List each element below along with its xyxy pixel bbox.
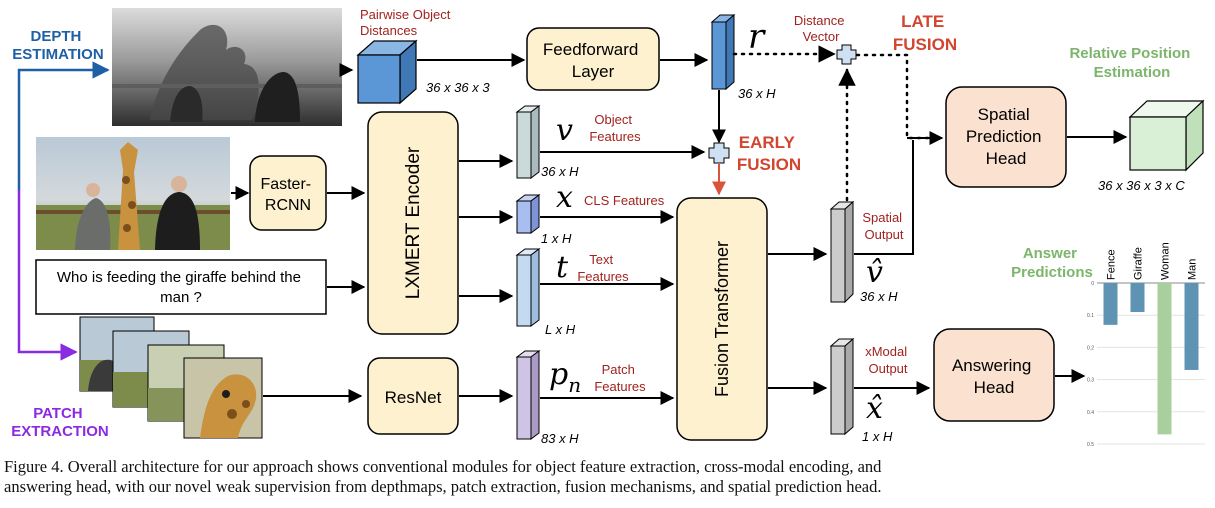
object-features-label: Object Features — [589, 112, 641, 144]
x-dims: 1 x H — [541, 231, 572, 246]
question-text-line-1: Who is feeding the giraffe behind the — [57, 269, 301, 286]
chart-tick-label: 0.3 — [1087, 378, 1094, 384]
spatial-output-cube — [1128, 99, 1205, 172]
late-fusion-node — [836, 44, 857, 65]
giraffe-scene-image — [36, 137, 230, 250]
x-feature-bar — [515, 194, 541, 234]
chart-category-label: Giraffe — [1133, 247, 1145, 280]
distance-vector-label: Distance Vector — [794, 13, 848, 44]
svg-text:LXMERT Encoder: LXMERT Encoder — [403, 146, 424, 299]
question-text-line-2: man ? — [160, 289, 202, 306]
chart-category-label: Man — [1187, 259, 1199, 280]
svg-text:Who is feeding the giraffe beh: Who is feeding the giraffe behind the ma… — [57, 269, 305, 306]
lxmert-encoder-module: LXMERT Encoder — [367, 111, 459, 335]
pairwise-distances-cube — [356, 39, 418, 105]
pairwise-distances-label: Pairwise Object Distances — [360, 7, 454, 38]
t-feature-bar — [515, 248, 541, 327]
feedforward-layer-module: Feedforward Layer — [526, 27, 660, 91]
output-cube-dims: 36 x 36 x 3 x C — [1098, 178, 1185, 193]
v-hat-symbol: v̂ — [866, 255, 883, 290]
spatial-output-label: Spatial Output — [862, 210, 905, 242]
svg-text:Spatial Prediction: Spatial Prediction Head — [966, 105, 1046, 168]
svg-text:ResNet: ResNet — [385, 388, 442, 407]
pn-feature-bar — [515, 350, 541, 440]
xmodal-output-label: xModal Output — [865, 344, 911, 376]
faster-rcnn-module: Faster- RCNN — [249, 155, 327, 231]
x-hat-feature-bar — [829, 337, 855, 436]
chart-tick-label: 0.1 — [1087, 313, 1094, 319]
patch-extraction-label: PATCH EXTRACTION — [11, 405, 109, 440]
x-hat-symbol: x̂ — [866, 391, 883, 426]
answering-head-module: Answering Head — [933, 328, 1055, 422]
svg-text:Faster- RCNN: Faster- RCNN — [260, 176, 315, 214]
x-symbol: x — [556, 180, 573, 215]
svg-text:Fusion Transformer: Fusion Transformer — [712, 241, 732, 397]
chart-category-label: Woman — [1160, 242, 1172, 280]
image-patches — [79, 316, 263, 439]
r-feature-bar — [710, 13, 736, 91]
cls-features-label: CLS Features — [584, 193, 665, 208]
late-fusion-label: LATE FUSION — [893, 12, 957, 54]
v-hat-dims: 36 x H — [860, 289, 898, 304]
text-features-label: Text Features — [577, 252, 629, 284]
fusion-transformer-module: Fusion Transformer — [676, 197, 768, 441]
patch-features-label: Patch Features — [594, 362, 646, 394]
depth-branch-arrow — [17, 61, 110, 190]
answer-predictions-label: Answer Predictions — [1011, 245, 1093, 281]
v-hat-feature-bar — [829, 200, 855, 304]
v-dims: 36 x H — [541, 164, 579, 179]
chart-tick-label: 0.2 — [1087, 345, 1094, 351]
chart-tick-label: 0.4 — [1087, 410, 1094, 416]
chart-bar-giraffe — [1130, 283, 1145, 312]
svg-text:Answering Head: Answering Head — [952, 356, 1036, 397]
pn-symbol: pn — [549, 357, 581, 397]
early-fusion-label: EARLY FUSION — [737, 133, 801, 174]
caption-line-2: answering head, with our novel weak supe… — [4, 477, 882, 496]
v-feature-bar — [515, 105, 541, 179]
figure-caption: Figure 4. Overall architecture for our a… — [4, 457, 1209, 497]
chart-category-label: Fence — [1106, 249, 1118, 280]
r-dims: 36 x H — [738, 86, 776, 101]
t-dims: L x H — [545, 322, 576, 337]
t-symbol: t — [556, 250, 569, 285]
chart-bar-woman — [1157, 283, 1172, 435]
v-symbol: v — [556, 113, 573, 148]
pairwise-distances-dims: 36 x 36 x 3 — [426, 80, 490, 95]
answer-prediction-chart: 0 0.1 0.2 0.3 0.4 0.5 Fence Giraffe Woman Man — [1087, 242, 1205, 448]
chart-tick-label: 0 — [1091, 281, 1094, 287]
patch-branch-arrow — [17, 190, 78, 361]
resnet-module: ResNet — [367, 357, 459, 435]
question-box: Who is feeding the giraffe behind the ma… — [35, 259, 327, 315]
architecture-diagram: DEPTH ESTIMATION PATCH EXTRACTION — [11, 7, 1205, 448]
chart-tick-label: 0.5 — [1087, 442, 1094, 448]
spatial-prediction-head-module: Spatial Prediction Head — [945, 86, 1067, 188]
x-hat-dims: 1 x H — [862, 429, 893, 444]
depth-map-image — [112, 8, 342, 126]
chart-bar-fence — [1103, 283, 1118, 325]
caption-line-1: Figure 4. Overall architecture for our a… — [4, 457, 882, 476]
svg-text:Feedforward Layer: Feedforward Layer — [543, 40, 643, 81]
relative-position-estimation-label: Relative Position Estimation — [1069, 45, 1194, 81]
r-symbol: r — [748, 17, 766, 57]
early-fusion-node — [708, 142, 730, 164]
depth-estimation-label: DEPTH ESTIMATION — [12, 28, 103, 63]
chart-bar-man — [1184, 283, 1199, 370]
pn-dims: 83 x H — [541, 431, 579, 446]
